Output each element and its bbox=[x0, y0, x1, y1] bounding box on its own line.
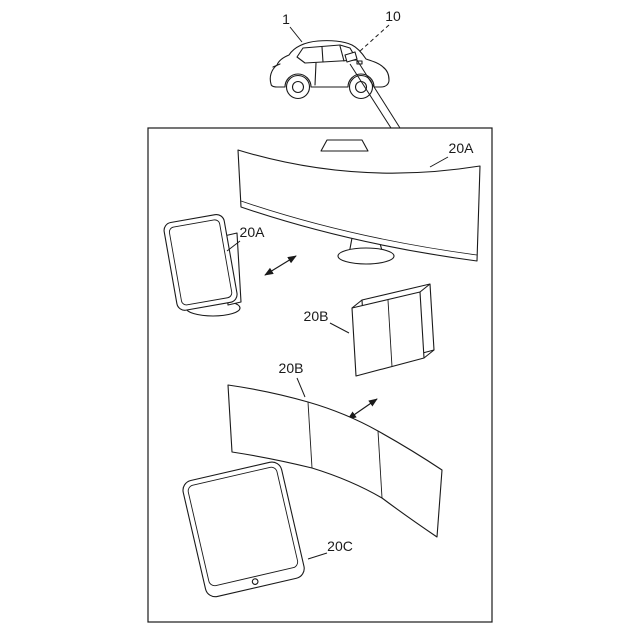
car-window-divider-2 bbox=[339, 45, 345, 62]
leader-line-trifold-display bbox=[296, 377, 306, 398]
car-window-divider-1 bbox=[321, 46, 324, 63]
leader-line-curved-wide-display bbox=[429, 156, 449, 168]
wide-display-base bbox=[337, 247, 395, 265]
leader-line-vehicle bbox=[289, 26, 303, 43]
leader-line-desktop-monitor bbox=[226, 240, 241, 252]
label-tablet: 20C bbox=[327, 538, 353, 554]
leader-line-tablet bbox=[307, 552, 328, 560]
car-wheel-rear bbox=[285, 74, 311, 100]
label-curved-wide-display: 20A bbox=[449, 140, 475, 156]
monitor-screen-inner bbox=[168, 219, 233, 306]
vehicle-illustration bbox=[269, 40, 390, 100]
leader-line-display-device bbox=[358, 24, 390, 53]
trifold-band bbox=[227, 384, 443, 538]
leader-line-foldable-display bbox=[329, 322, 350, 334]
foldable-bottom-edge bbox=[423, 349, 435, 359]
wide-display-panel bbox=[237, 149, 481, 262]
wide-display-mount bbox=[320, 139, 369, 152]
car-mirror bbox=[356, 60, 363, 65]
car-door-line bbox=[314, 62, 317, 86]
desktop-monitor-illustration bbox=[163, 214, 242, 317]
label-vehicle: 1 bbox=[282, 11, 290, 27]
foldable-top-left-edge bbox=[351, 299, 363, 309]
foldable-top-edge bbox=[419, 283, 431, 293]
car-wheel-rear-hub bbox=[291, 80, 305, 94]
trifold-display-illustration bbox=[227, 384, 443, 538]
projection-line-left bbox=[349, 63, 392, 129]
foldable-fold-line bbox=[387, 299, 393, 368]
trifold-fold-line-1 bbox=[307, 401, 313, 469]
swap-arrow-trifold-foldable bbox=[347, 398, 378, 420]
tablet-home-button bbox=[251, 578, 259, 585]
label-display-device: 10 bbox=[385, 8, 401, 24]
trifold-fold-line-2 bbox=[377, 430, 383, 499]
curved-wide-display-illustration bbox=[237, 139, 481, 265]
swap-arrow-monitor-display bbox=[264, 255, 297, 276]
wide-display-thickness-line bbox=[240, 200, 478, 256]
onboard-display-unit bbox=[344, 51, 358, 63]
tablet-screen bbox=[187, 466, 299, 587]
car-side-windows bbox=[296, 44, 358, 64]
label-desktop-monitor: 20A bbox=[240, 224, 266, 240]
reference-labels: 1 10 20A 20A 20B 20B 20C bbox=[240, 8, 475, 554]
projection-line-right bbox=[356, 59, 401, 129]
label-trifold-display: 20B bbox=[279, 360, 304, 376]
tablet-illustration bbox=[182, 461, 305, 598]
car-taillight-line bbox=[272, 63, 281, 68]
foldable-display-illustration bbox=[351, 283, 435, 377]
label-foldable-display: 20B bbox=[304, 308, 329, 324]
car-wheel-front bbox=[348, 74, 374, 100]
